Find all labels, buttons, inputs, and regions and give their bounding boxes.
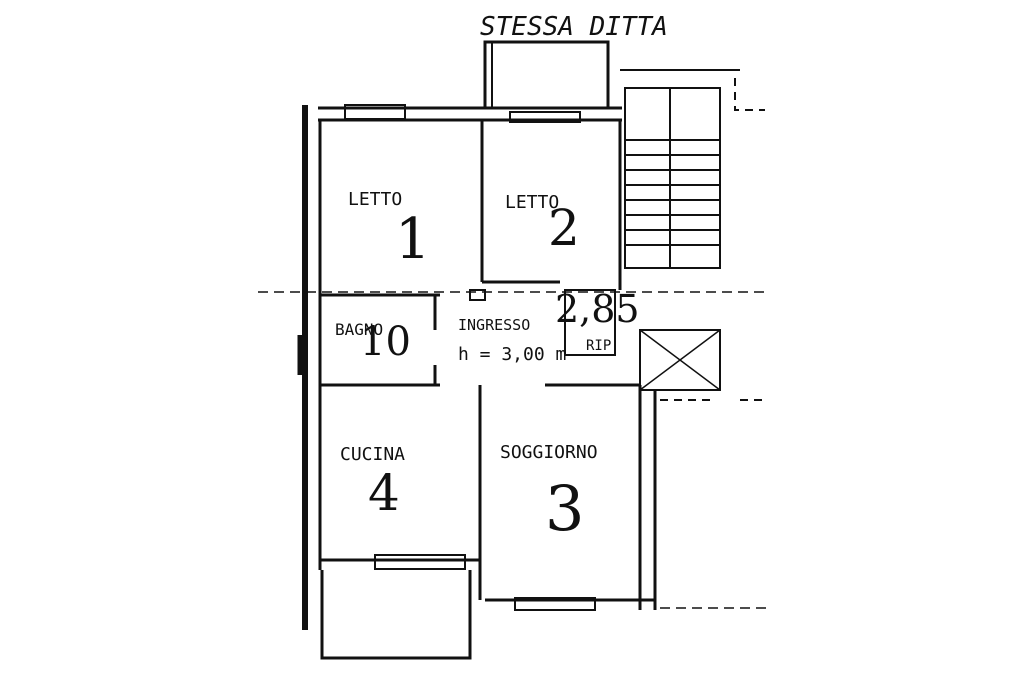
header-title: STESSA DITTA: [480, 12, 668, 42]
window: [514, 597, 596, 611]
door: [469, 289, 486, 301]
staircase: [639, 329, 721, 391]
window: [509, 111, 581, 123]
staircase: [624, 87, 721, 269]
room-label-bagno: BAGNO: [335, 320, 383, 339]
window: [344, 104, 406, 120]
room-label-letto-2: LETTO: [505, 192, 559, 213]
staircase: [625, 139, 720, 246]
room-number-cucina: 4: [368, 464, 400, 522]
room-label-ingresso: INGRESSO: [458, 316, 530, 334]
bottom-balcony: [320, 570, 472, 660]
room-number-letto-1: 1: [395, 207, 431, 272]
height-note: h = 3,00 m: [458, 344, 566, 365]
height-value: 2,85: [555, 287, 640, 331]
top-balcony: [483, 40, 610, 108]
room-label-soggiorno: SOGGIORNO: [500, 442, 598, 463]
room-number-letto-2: 2: [548, 199, 580, 257]
room-label-rip: RIP: [586, 338, 611, 354]
room-label-cucina: CUCINA: [340, 444, 405, 465]
room-label-letto-1: LETTO: [348, 189, 402, 210]
window: [374, 554, 466, 570]
closet: [564, 289, 616, 356]
stair-dash: [734, 78, 765, 111]
room-number-soggiorno: 3: [545, 472, 584, 545]
room-number-bagno: 10: [360, 319, 411, 365]
